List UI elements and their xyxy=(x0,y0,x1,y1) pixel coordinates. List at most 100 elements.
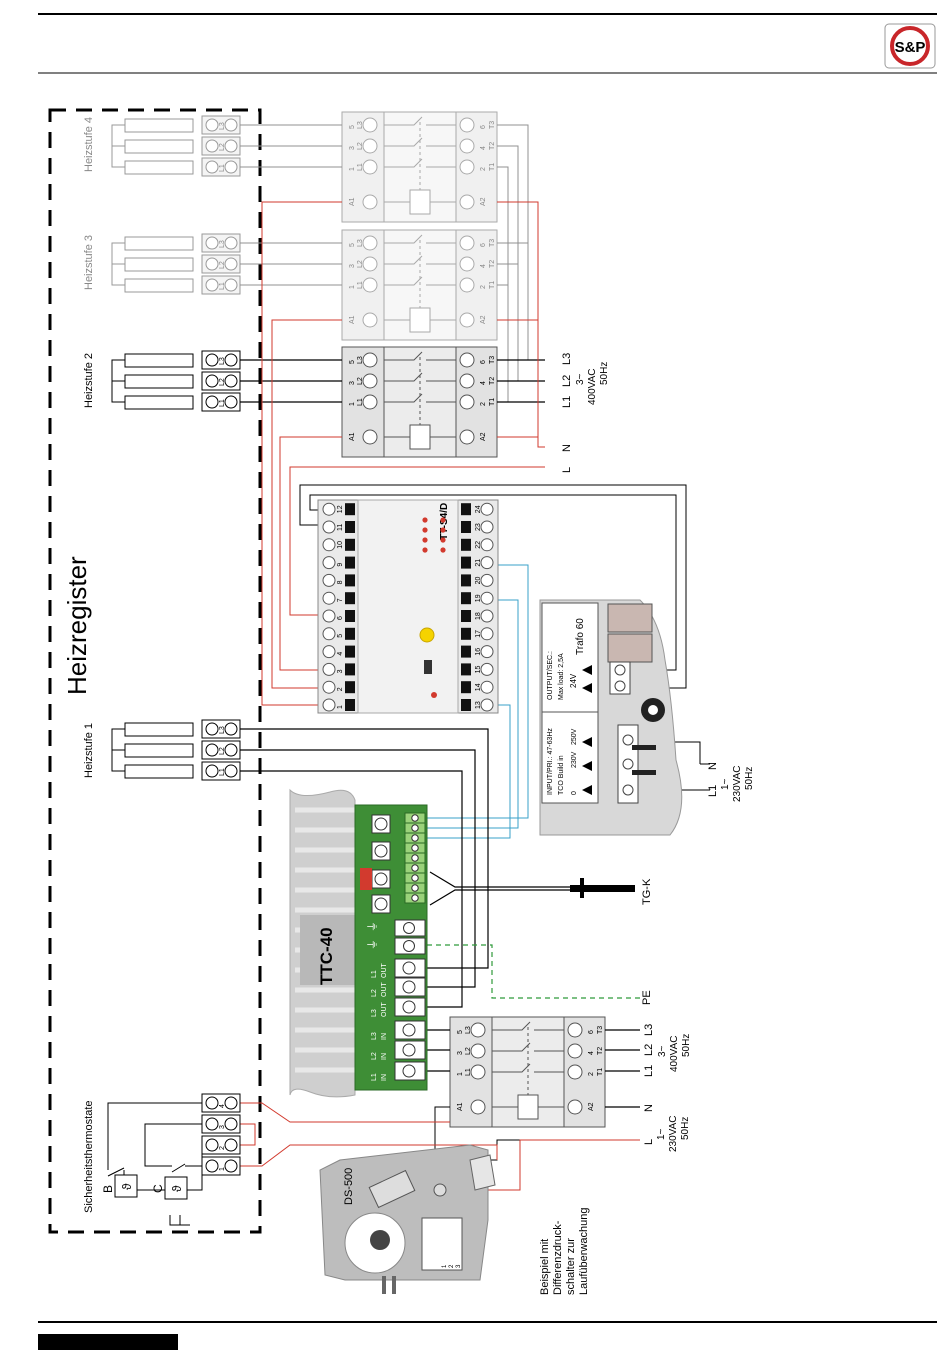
ttc-power-label-b-1: IN xyxy=(381,1074,388,1081)
tt-term-top-label-23: 23 xyxy=(475,523,482,531)
ttc-power-label-a-4: L3 xyxy=(371,1009,378,1017)
tt-term-bottom-screw-3 xyxy=(322,662,336,676)
stage3-element-1 xyxy=(124,236,194,251)
contactor-stage4-term-top-3: A1 xyxy=(349,197,356,206)
tt-term-bottom-screw-8 xyxy=(322,573,336,587)
contactor-stage1-lbl-top-1: L2 xyxy=(465,1047,472,1055)
stage2-element-1 xyxy=(124,353,194,368)
contactor-stage1-lbl-bot-1: T2 xyxy=(597,1047,604,1055)
tg-k-label: TG-K xyxy=(641,878,653,905)
wires xyxy=(240,124,710,1191)
supply-top-spec-1: 400VAC xyxy=(587,368,598,405)
stage4-bridge xyxy=(111,124,125,168)
tt-term-bottom-screw-4 xyxy=(322,645,336,659)
supply-top-l2: L2 xyxy=(561,375,573,387)
stage4-terminal-label-2: L2 xyxy=(219,143,226,151)
contactor-stage4-term-top-2: 1 xyxy=(349,167,356,171)
stage3-terminal-label-1: L3 xyxy=(219,240,226,248)
contactor-stage1-term-bot-2: 2 xyxy=(588,1072,595,1076)
tt-term-top-screw-13 xyxy=(480,698,494,712)
contactor-stage1-term-top-1: 3 xyxy=(457,1051,464,1055)
svg-text:S&P: S&P xyxy=(895,39,926,56)
footer-bar xyxy=(38,1334,178,1350)
tt-term-top-block-22 xyxy=(461,538,471,551)
thermo-term-label-4: 1 xyxy=(219,1167,226,1171)
tt-term-bottom-label-11: 11 xyxy=(337,524,344,531)
stage1-element-1 xyxy=(124,722,194,737)
tt-led-2-1 xyxy=(440,537,446,543)
tt-term-bottom-block-12 xyxy=(345,503,355,516)
stage4-element-1 xyxy=(124,118,194,133)
supply-bottom-spec2-1: 230VAC xyxy=(668,1115,679,1152)
ttc-ground-symbol-2: ⏚ xyxy=(366,939,379,950)
supply-top-l3: L3 xyxy=(561,353,573,365)
tt-term-bottom-label-6: 6 xyxy=(337,616,344,620)
contactor-stage4-term-bot-3: A2 xyxy=(480,197,487,206)
contactor-stage2-lbl-bot-0: T3 xyxy=(489,356,496,364)
contactor-stage4-term-bot-2: 2 xyxy=(480,167,487,171)
tt-term-bottom-label-12: 12 xyxy=(337,505,344,513)
supply-top-l: L xyxy=(561,467,573,473)
tt-term-bottom-block-10 xyxy=(345,538,355,551)
ds-term-label-3: 3 xyxy=(456,1264,462,1268)
tt-term-bottom-screw-10 xyxy=(322,538,336,552)
tt-led-0-3 xyxy=(422,517,428,523)
ds-term-label-1: 1 xyxy=(442,1264,448,1268)
contactor-stage2-coil xyxy=(409,424,431,450)
ds-500-housing xyxy=(319,1144,489,1281)
contactor-stage2-lbl-top-0: L3 xyxy=(357,356,364,364)
tt-s4d-led-group xyxy=(422,517,446,553)
trafo-input-text: INPUT/PRI.: 47-63Hz xyxy=(547,728,554,795)
contactor-stage4-term-top-0: 5 xyxy=(349,125,356,129)
ttc-ground-symbol-1: ⏚ xyxy=(366,921,379,932)
supply-bottom-l3: L3 xyxy=(643,1024,655,1036)
thermo-c-symbol: ϑ xyxy=(170,1185,184,1192)
note-line-1: Beispiel mit xyxy=(539,1239,551,1295)
tt-s4d-knob xyxy=(419,627,435,643)
stage2-terminal-label-1: L3 xyxy=(219,357,226,365)
ttc-power-label-b-4: OUT xyxy=(381,1002,388,1018)
ds-500-terminal-block xyxy=(368,1169,416,1209)
stage3-element-2 xyxy=(124,257,194,272)
contactor-stage1-coil xyxy=(517,1094,539,1120)
trafo-maxload-text: Max load: 2,5A xyxy=(558,653,565,700)
supply-top-spec-0: 3~ xyxy=(575,373,586,385)
contactor-stage3-lbl-top-0: L3 xyxy=(357,239,364,247)
ttc-power-label-b-5: OUT xyxy=(381,982,388,998)
note-line-4: Laufüberwachung xyxy=(578,1208,590,1295)
contactor-stage4-term-bot-1: 4 xyxy=(480,146,487,150)
note-line-3: schalter zur xyxy=(565,1238,577,1295)
tt-term-top-block-14 xyxy=(461,681,471,694)
tt-term-bottom-label-8: 8 xyxy=(337,580,344,584)
pe-label: PE xyxy=(641,990,653,1005)
tt-term-bottom-screw-5 xyxy=(322,627,336,641)
tt-term-bottom-label-10: 10 xyxy=(337,541,344,549)
supply-bottom-spec2-0: 1~ xyxy=(656,1128,667,1140)
heizregister-enclosure xyxy=(48,108,262,1234)
tt-term-top-screw-22 xyxy=(480,538,494,552)
contactor-stage1-lbl-bot-0: T3 xyxy=(597,1026,604,1034)
tt-term-top-block-19 xyxy=(461,592,471,605)
tt-term-top-block-16 xyxy=(461,645,471,658)
contactor-stage3-lbl-bot-2: T1 xyxy=(489,281,496,289)
contactor-stage4-lbl-top-1: L2 xyxy=(357,142,364,150)
supply-bottom-spec-1: 400VAC xyxy=(669,1035,680,1072)
tt-term-bottom-screw-12 xyxy=(322,502,336,516)
note-line-2: Differenzdruck- xyxy=(552,1220,564,1295)
stage4-element-3 xyxy=(124,160,194,175)
tt-term-top-label-20: 20 xyxy=(475,577,482,585)
tt-term-bottom-label-3: 3 xyxy=(337,669,344,673)
supply-bottom-spec2-2: 50Hz xyxy=(680,1117,691,1140)
contactor-stage3-lbl-bot-1: T2 xyxy=(489,260,496,268)
trafo-input-arrows-icon xyxy=(582,737,592,795)
contactor-stage4-term-top-1: 3 xyxy=(349,146,356,150)
stage1-terminal-label-2: L2 xyxy=(219,747,226,755)
